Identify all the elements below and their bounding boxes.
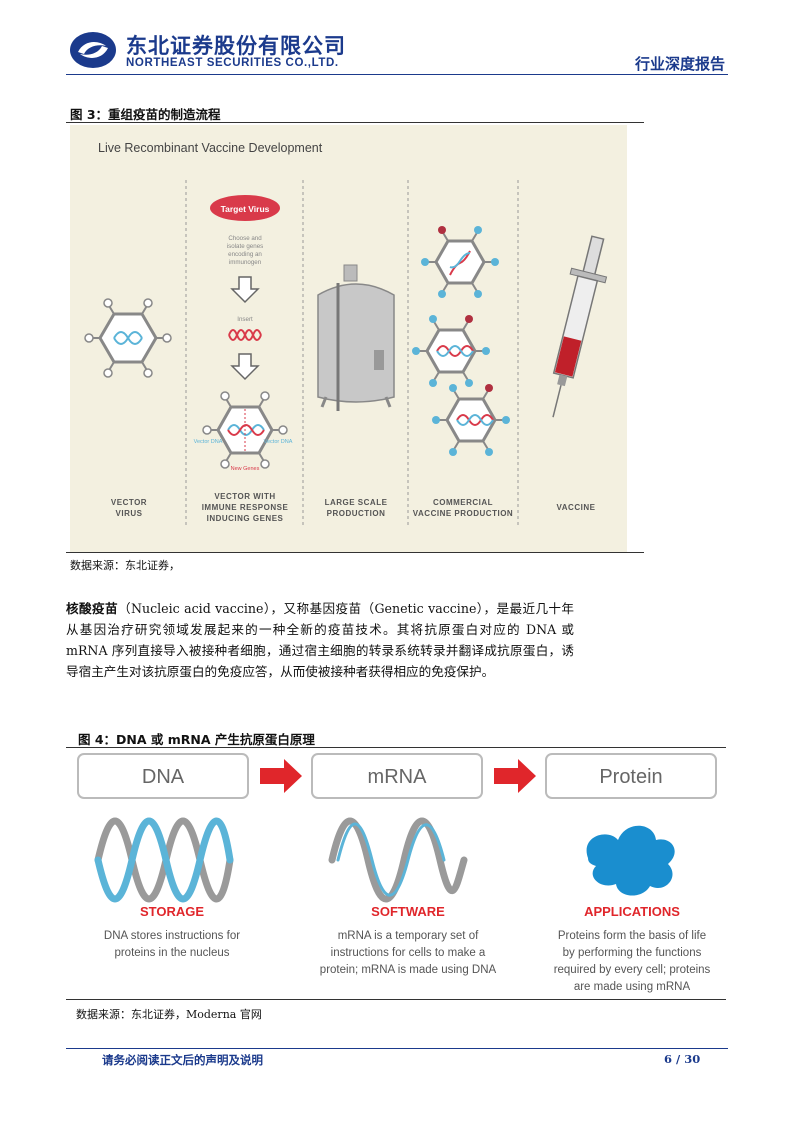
figure4-illustration: DNA mRNA Protein STORAGE SOFTWARE APPLIC…: [70, 748, 726, 1000]
dna-helix-icon: [94, 817, 234, 903]
stage-label-vector-with-1: VECTOR WITH: [214, 492, 275, 501]
applications-desc-1: Proteins form the basis of life: [558, 930, 706, 942]
dna-box: [77, 753, 249, 799]
figure3-bottom-rule: [66, 552, 644, 553]
storage-desc-1: DNA stores instructions for: [104, 930, 240, 942]
commercial-vector-icon-1: [421, 226, 499, 298]
choose-text-line-2: isolate genes: [227, 243, 263, 250]
commercial-vector-icon-2: [412, 315, 490, 387]
figure3-top-rule: [66, 122, 644, 123]
mrna-box: [311, 753, 483, 799]
protein-box-label: Protein: [599, 766, 662, 788]
down-arrow-icon: [230, 276, 260, 304]
software-desc-3: protein; mRNA is made using DNA: [320, 964, 497, 976]
stage-label-large-scale-1: LARGE SCALE: [325, 498, 388, 507]
header-divider: [66, 74, 728, 75]
software-desc-1: mRNA is a temporary set of: [338, 930, 479, 942]
bioreactor-icon: [317, 264, 395, 411]
gene-insert-icon: [228, 329, 262, 341]
down-arrow-icon-2: [230, 353, 260, 381]
figure3-illustration: Live Recombinant Vaccine Development: [70, 125, 627, 552]
footer-divider: [66, 1048, 728, 1049]
right-arrow-icon-2: [494, 759, 536, 793]
mrna-strand-icon: [328, 817, 468, 903]
figure4-caption: 图 4：DNA 或 mRNA 产生抗原蛋白原理: [78, 732, 315, 747]
stage-label-commercial-1: COMMERCIAL: [433, 498, 493, 507]
stage-label-vector-virus-1: VECTOR: [111, 498, 147, 507]
insert-label: Insert: [237, 316, 253, 323]
figure3-source: 数据来源：东北证券，: [70, 559, 180, 572]
vector-dna-label-left: Vector DNA: [194, 439, 223, 445]
right-arrow-icon-1: [260, 759, 302, 793]
stage-label-large-scale-2: PRODUCTION: [327, 509, 386, 518]
storage-heading: STORAGE: [140, 904, 204, 919]
new-genes-label: New Genes: [231, 466, 260, 472]
paragraph-text: （Nucleic acid vaccine），又称基因疫苗（Genetic va…: [66, 601, 575, 679]
commercial-vector-icon-3: [432, 384, 510, 456]
company-logo-icon: [70, 32, 116, 68]
stage-label-commercial-2: VACCINE PRODUCTION: [413, 509, 513, 518]
stage-label-vector-with-3: INDUCING GENES: [207, 514, 284, 523]
footer-disclaimer-note: 请务必阅读正文后的声明及说明: [102, 1053, 263, 1067]
vector-virus-icon: [84, 298, 172, 378]
software-desc-2: instructions for cells to make a: [331, 947, 486, 959]
company-name-en: NORTHEAST SECURITIES CO.,LTD.: [126, 57, 339, 69]
applications-desc-3: required by every cell; proteins: [554, 964, 711, 976]
protein-box: [545, 753, 717, 799]
stage-label-vaccine: VACCINE: [557, 503, 596, 512]
mrna-box-label: mRNA: [368, 766, 428, 788]
applications-desc-4: are made using mRNA: [574, 981, 691, 993]
software-heading: SOFTWARE: [371, 904, 445, 919]
figure3-caption: 图 3：重组疫苗的制造流程: [70, 107, 221, 122]
stage-label-vector-with-2: IMMUNE RESPONSE: [202, 503, 289, 512]
figure3-title: Live Recombinant Vaccine Development: [98, 141, 323, 155]
choose-text-line-3: encoding an: [228, 251, 262, 258]
applications-desc-2: by performing the functions: [563, 947, 702, 959]
company-name-cn: 东北证券股份有限公司: [126, 34, 346, 58]
choose-text-line-4: immunogen: [229, 259, 262, 266]
page-number: 6 / 30: [664, 1052, 701, 1066]
target-virus-label: Target Virus: [221, 204, 270, 214]
choose-text-line-1: Choose and: [228, 235, 262, 242]
protein-blob-icon: [586, 825, 675, 896]
dna-box-label: DNA: [142, 766, 185, 788]
figure4-bottom-rule: [66, 999, 726, 1000]
storage-desc-2: proteins in the nucleus: [114, 947, 229, 959]
recombinant-vector-icon: [202, 391, 288, 469]
body-paragraph: 核酸疫苗（Nucleic acid vaccine），又称基因疫苗（Geneti…: [66, 598, 574, 682]
vector-dna-label-right: Vector DNA: [264, 439, 293, 445]
report-type: 行业深度报告: [634, 55, 725, 73]
figure4-source: 数据来源：东北证券，Moderna 官网: [76, 1008, 262, 1021]
stage-label-vector-virus-2: VIRUS: [116, 509, 143, 518]
target-virus-badge: Target Virus: [210, 195, 280, 221]
applications-heading: APPLICATIONS: [584, 904, 680, 919]
syringe-icon: [552, 235, 608, 418]
paragraph-term: 核酸疫苗: [66, 601, 118, 616]
figure4-top-rule: [66, 747, 726, 748]
